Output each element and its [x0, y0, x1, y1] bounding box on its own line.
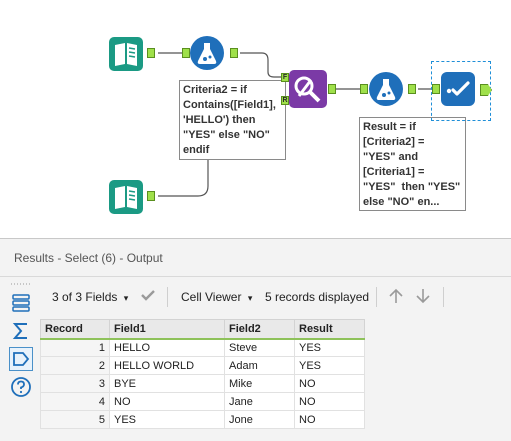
help-icon[interactable] [9, 375, 33, 399]
input-data-tool-1[interactable] [109, 37, 143, 71]
results-toolbar: 3 of 3 Fields ▾ Cell Viewer ▾ 5 records … [40, 282, 511, 312]
chevron-down-icon: ▾ [123, 293, 129, 303]
records-count: 5 records displayed [265, 290, 370, 304]
table-row[interactable]: 3 BYE Mike NO [40, 374, 365, 393]
input-data-tool-2[interactable] [109, 180, 143, 214]
formula-tool-1[interactable] [190, 36, 224, 70]
results-side-toolbar [8, 281, 34, 441]
grip-icon[interactable] [9, 281, 33, 287]
field1-cell[interactable]: NO [109, 392, 225, 411]
table-row[interactable]: 5 YES Jone NO [40, 410, 365, 429]
table-view-icon[interactable] [9, 291, 33, 315]
input1-output-anchor[interactable] [147, 48, 155, 58]
field1-cell[interactable]: BYE [109, 374, 225, 393]
formula2-output-anchor[interactable] [408, 84, 416, 94]
record-cell[interactable]: 5 [40, 410, 110, 429]
cell-viewer-label: Cell Viewer [181, 290, 242, 304]
toolbar-divider [443, 287, 444, 307]
toolbar-divider [167, 287, 168, 307]
input2-output-anchor[interactable] [147, 191, 155, 201]
sigma-icon[interactable] [9, 319, 33, 343]
results-panel: Results - Select (6) - Output [0, 238, 511, 441]
field1-cell[interactable]: YES [109, 410, 225, 429]
formula2-annotation: Result = if [Criteria2] = "YES" and [Cri… [359, 117, 466, 211]
record-cell[interactable]: 2 [40, 356, 110, 375]
table-row[interactable]: 4 NO Jane NO [40, 392, 365, 411]
cell-viewer-dropdown[interactable]: Cell Viewer ▾ [181, 290, 252, 304]
results-grid: Record Field1 Field2 Result 1 HELLO Stev… [40, 319, 365, 429]
formula1-annotation: Criteria2 = if Contains([Field1], 'HELLO… [179, 80, 286, 160]
column-header-record[interactable]: Record [40, 319, 110, 340]
workflow-canvas[interactable]: Criteria2 = if Contains([Field1], 'HELLO… [0, 0, 511, 238]
grid-header-row: Record Field1 Field2 Result [40, 319, 365, 340]
join-icon [294, 76, 321, 103]
toolbar-divider [376, 287, 377, 307]
select-input-anchor[interactable] [432, 84, 440, 94]
field2-cell[interactable]: Steve [224, 338, 295, 357]
table-row[interactable]: 2 HELLO WORLD Adam YES [40, 356, 365, 375]
tag-icon[interactable] [9, 347, 33, 371]
flask-icon [197, 43, 217, 64]
field2-cell[interactable]: Adam [224, 356, 295, 375]
select-output-anchor[interactable] [480, 84, 492, 96]
result-cell[interactable]: NO [294, 410, 365, 429]
fields-dropdown[interactable]: 3 of 3 Fields ▾ [52, 290, 128, 304]
field1-cell[interactable]: HELLO WORLD [109, 356, 225, 375]
record-cell[interactable]: 1 [40, 338, 110, 357]
arrow-up-icon[interactable] [388, 287, 404, 308]
join-left-anchor[interactable]: F [281, 73, 289, 82]
select-tool[interactable] [441, 72, 475, 106]
formula1-input-anchor[interactable] [182, 48, 190, 58]
field2-cell[interactable]: Jane [224, 392, 295, 411]
results-divider [0, 276, 511, 277]
join-output-anchor[interactable] [328, 84, 336, 94]
result-cell[interactable]: YES [294, 356, 365, 375]
flask-icon [376, 79, 396, 100]
chevron-down-icon: ▾ [247, 293, 253, 303]
results-title: Results - Select (6) - Output [14, 251, 163, 265]
column-header-field1[interactable]: Field1 [109, 319, 225, 340]
record-cell[interactable]: 4 [40, 392, 110, 411]
checkmark-icon [446, 81, 470, 96]
result-cell[interactable]: NO [294, 374, 365, 393]
apply-checkmark-icon[interactable] [140, 287, 156, 306]
join-right-anchor[interactable]: R [281, 96, 289, 105]
field2-cell[interactable]: Mike [224, 374, 295, 393]
field1-cell[interactable]: HELLO [109, 338, 225, 357]
arrow-down-icon[interactable] [415, 287, 431, 308]
fields-dropdown-label: 3 of 3 Fields [52, 290, 118, 304]
book-icon [115, 43, 137, 66]
result-cell[interactable]: YES [294, 338, 365, 357]
field2-cell[interactable]: Jone [224, 410, 295, 429]
column-header-result[interactable]: Result [294, 319, 365, 340]
result-cell[interactable]: NO [294, 392, 365, 411]
book-icon [115, 186, 137, 209]
formula2-input-anchor[interactable] [360, 84, 368, 94]
table-row[interactable]: 1 HELLO Steve YES [40, 338, 365, 357]
column-header-field2[interactable]: Field2 [224, 319, 295, 340]
record-cell[interactable]: 3 [40, 374, 110, 393]
formula-tool-2[interactable] [369, 72, 403, 106]
join-tool[interactable] [289, 70, 327, 108]
formula1-output-anchor[interactable] [230, 48, 238, 58]
